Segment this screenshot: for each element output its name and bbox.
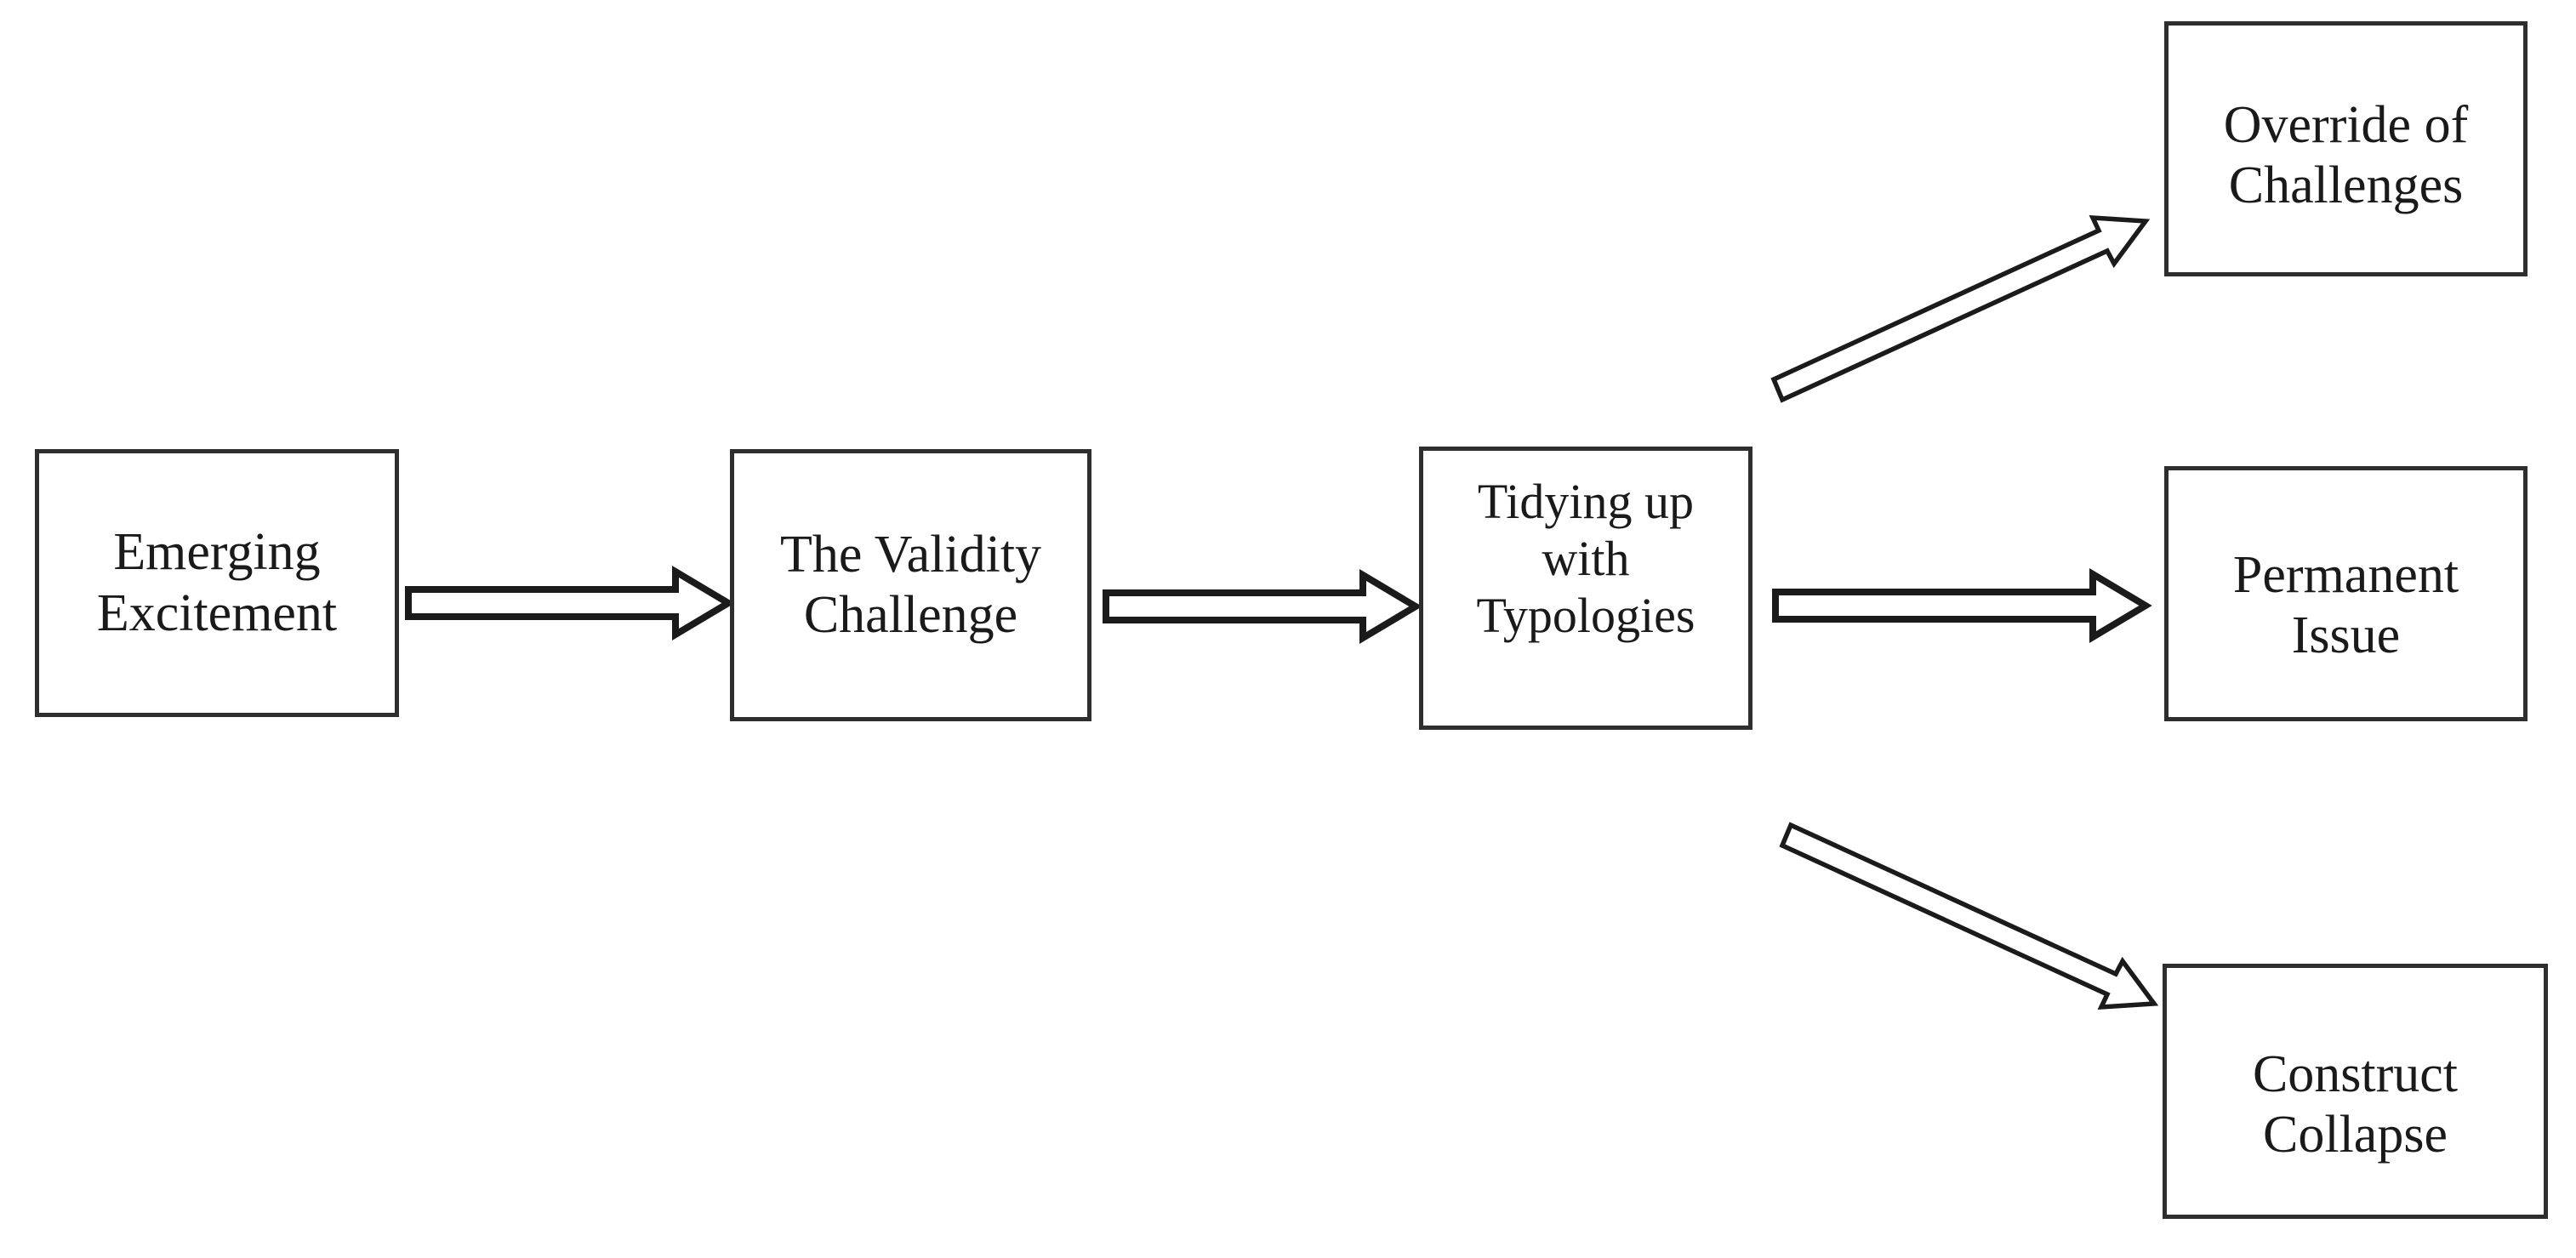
arrow-emerging-to-validity [405, 565, 735, 641]
node-label-override-of-challenges: Override of Challenges [2223, 95, 2469, 214]
arrow-tidying-to-override [1770, 214, 2151, 403]
node-label-emerging-excitement: Emerging Excitement [96, 523, 338, 642]
arrow-validity-to-tidying [1103, 568, 1422, 645]
arrow-tidying-to-permanent [1772, 567, 2152, 644]
node-label-construct-collapse: Construct Collapse [2252, 1045, 2459, 1164]
node-label-validity-challenge: The Validity Challenge [779, 525, 1042, 644]
node-construct-collapse: Construct Collapse [2163, 964, 2548, 1219]
node-tidying-typologies: Tidying up with Typologies [1419, 447, 1752, 730]
node-label-tidying-typologies: Tidying up with Typologies [1476, 474, 1695, 643]
node-emerging-excitement: Emerging Excitement [35, 449, 399, 717]
node-override-of-challenges: Override of Challenges [2164, 21, 2528, 276]
node-validity-challenge: The Validity Challenge [730, 449, 1091, 721]
arrow-tidying-to-construct [1779, 822, 2159, 1010]
node-label-permanent-issue: Permanent Issue [2232, 545, 2459, 664]
node-permanent-issue: Permanent Issue [2164, 466, 2528, 721]
